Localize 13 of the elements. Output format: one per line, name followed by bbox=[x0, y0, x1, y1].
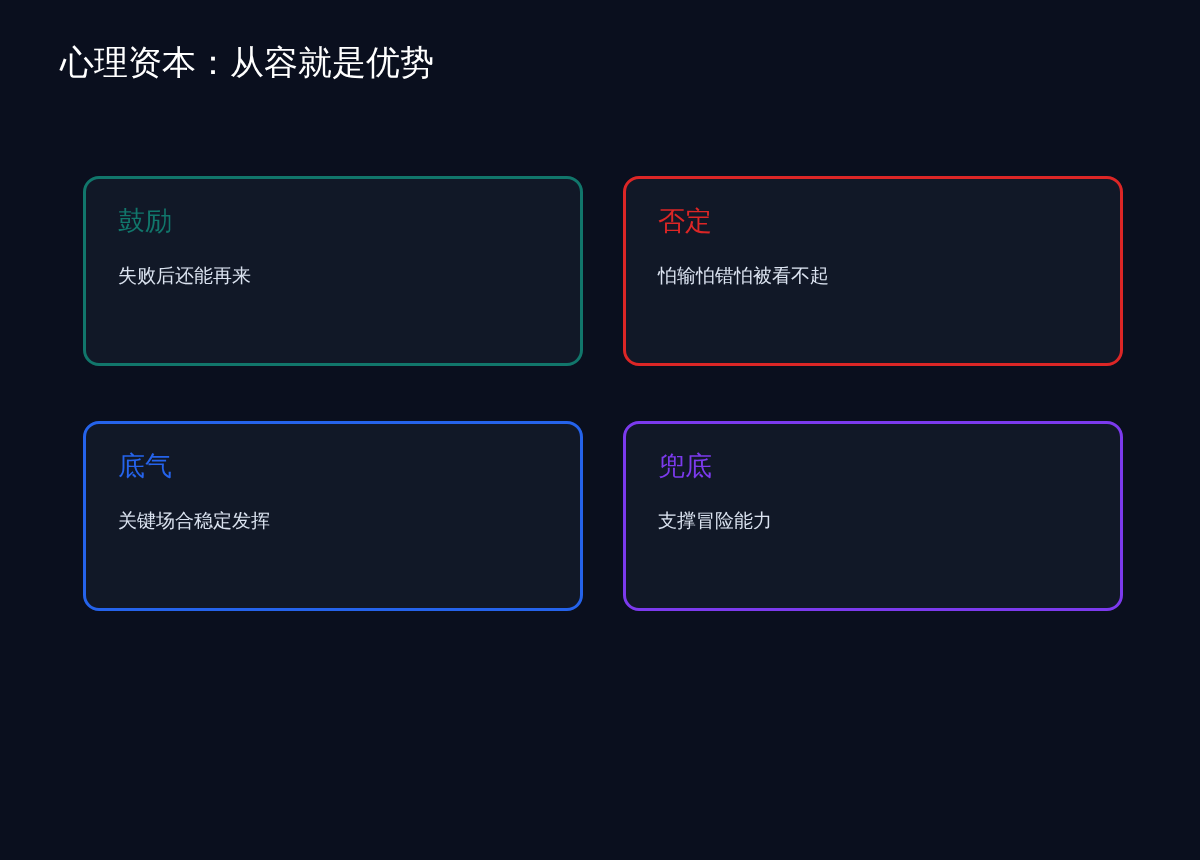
card-heading: 底气 bbox=[118, 449, 172, 483]
card-text: 支撑冒险能力 bbox=[658, 508, 772, 533]
card bbox=[623, 176, 1123, 366]
card-text: 关键场合稳定发挥 bbox=[118, 508, 270, 533]
card-text: 怕输怕错怕被看不起 bbox=[658, 263, 829, 288]
title: 心理资本：从容就是优势 bbox=[60, 41, 434, 84]
card-heading: 否定 bbox=[658, 204, 712, 238]
card-heading: 鼓励 bbox=[118, 204, 172, 238]
card bbox=[623, 421, 1123, 611]
card-heading: 兜底 bbox=[658, 449, 712, 483]
card bbox=[83, 421, 583, 611]
card bbox=[83, 176, 583, 366]
card-text: 失败后还能再来 bbox=[118, 263, 251, 288]
